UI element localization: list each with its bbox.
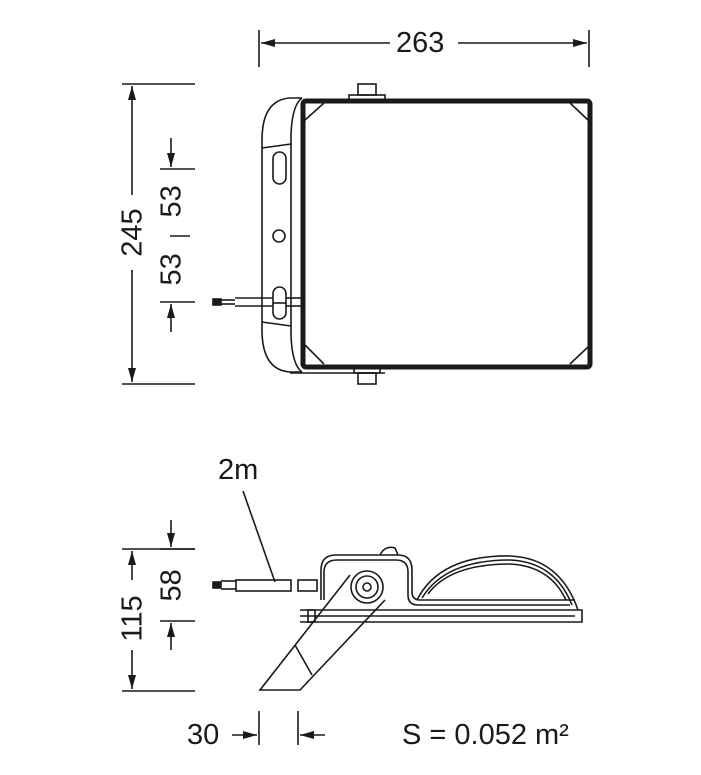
hole-spacing-dimension — [160, 138, 195, 332]
cable-length-label: 2m — [218, 454, 259, 486]
width-dimension-label: 263 — [396, 27, 445, 59]
hole-spacing-lower-label: 53 — [155, 253, 188, 286]
bracket-offset-label: 30 — [187, 719, 220, 751]
height-dimension — [122, 83, 195, 385]
cable-leader-line — [242, 490, 276, 583]
body-height-label: 58 — [155, 569, 188, 602]
bracket-offset-dimension — [232, 711, 325, 745]
hole-spacing-upper-label: 53 — [155, 185, 188, 218]
surface-area-label: S = 0.052 m² — [402, 719, 569, 751]
width-dimension — [258, 30, 590, 67]
side-height-label: 115 — [116, 595, 149, 642]
luminaire-top-view — [212, 83, 593, 385]
height-dimension-label: 245 — [116, 208, 149, 257]
luminaire-side-view — [212, 546, 583, 691]
body-height-dimension — [160, 520, 195, 650]
side-height-dimension — [122, 548, 195, 692]
